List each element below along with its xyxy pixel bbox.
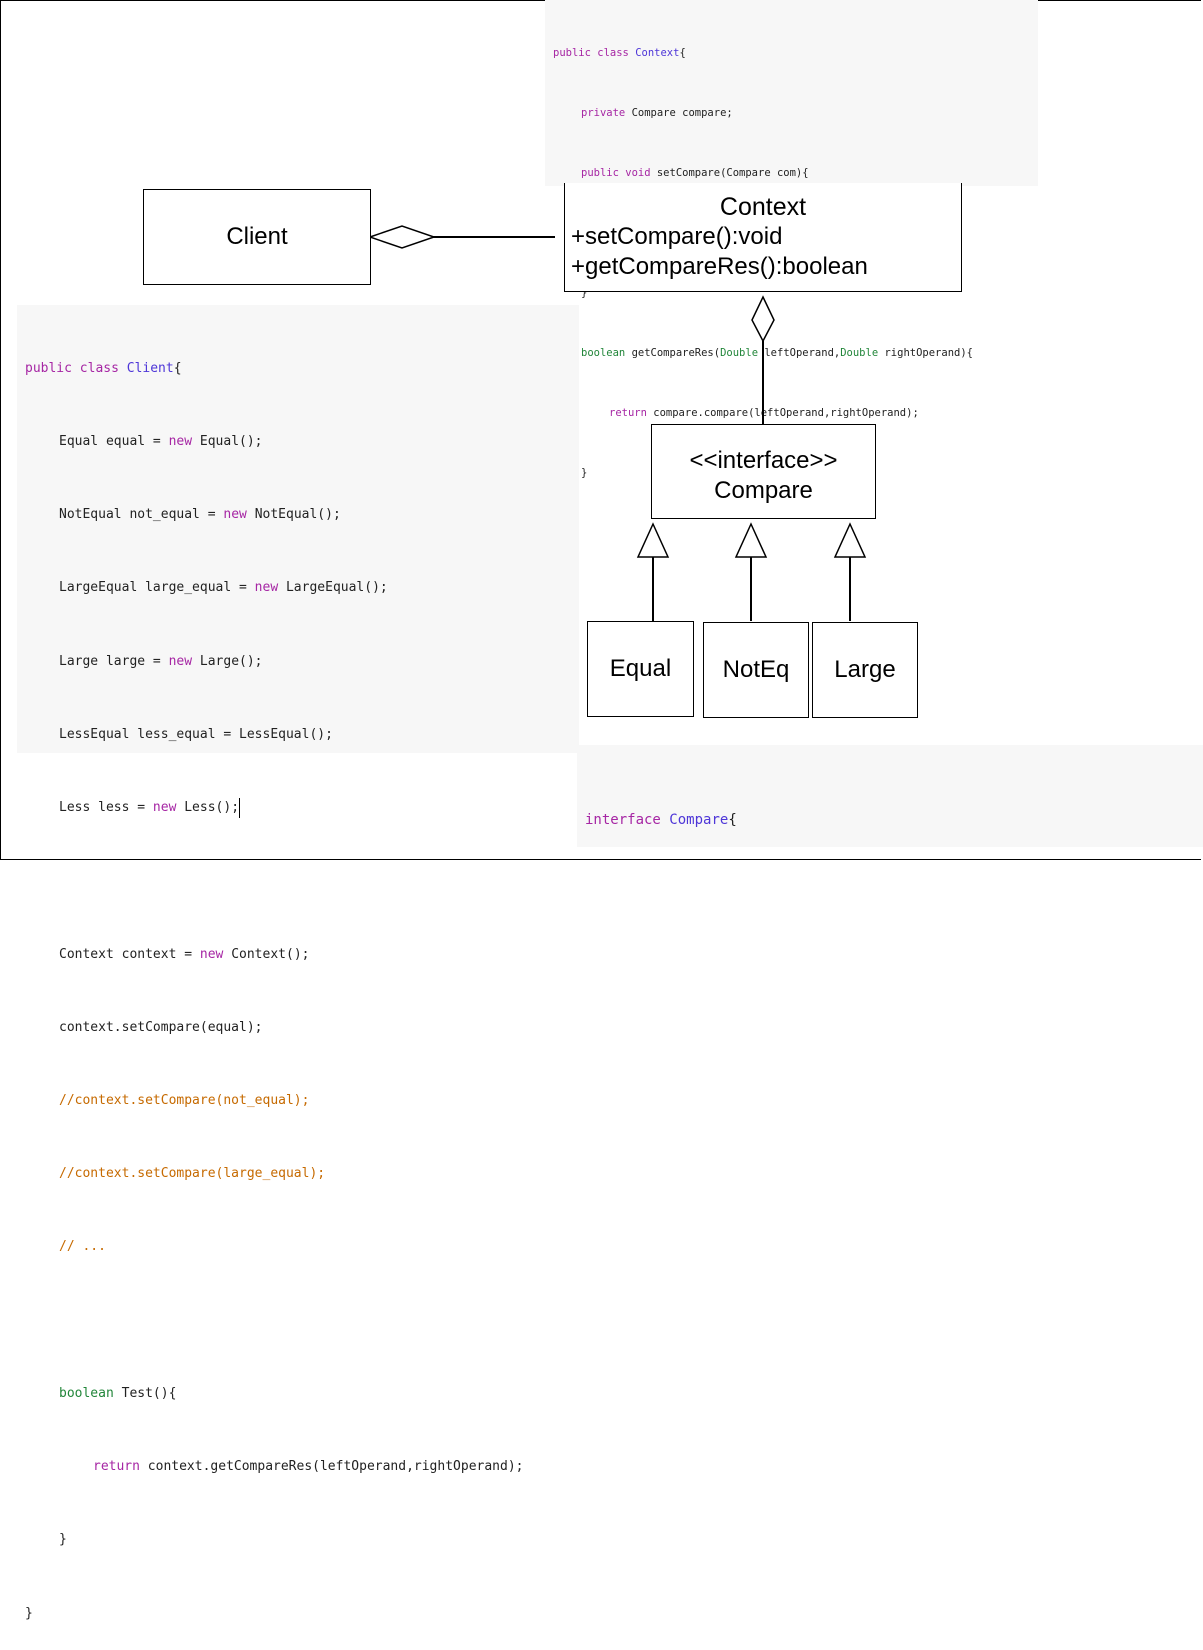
code-line: public class Client{ <box>25 360 182 376</box>
code-line: return compare.compare(leftOperand,right… <box>609 407 919 419</box>
code-line: LargeEqual large_equal = new LargeEqual(… <box>59 580 388 596</box>
code-line: } <box>581 287 588 299</box>
code-line: //context.setCompare(not_equal); <box>59 1093 310 1108</box>
noteq-class-box: NotEq <box>703 622 809 718</box>
aggregation-diamond-client <box>367 225 437 249</box>
compare-interface-box: <<interface>> Compare <box>651 424 876 519</box>
noteq-class-label: NotEq <box>722 656 790 683</box>
large-class-box: Large <box>812 622 918 718</box>
text-cursor <box>239 797 241 818</box>
code-line: } <box>25 1605 33 1621</box>
client-class-label: Client <box>226 223 288 250</box>
code-line: public void setCompare(Compare com){ <box>581 167 809 179</box>
code-line: Large large = new Large(); <box>59 653 263 669</box>
code-line: NotEqual not_equal = new NotEqual(); <box>59 507 341 523</box>
context-method-get-compare-res: +getCompareRes():boolean <box>571 253 868 280</box>
code-line: //context.setCompare(large_equal); <box>59 1166 326 1182</box>
client-code-block: public class Client{ Equal equal = new E… <box>17 305 579 1621</box>
interface-code-block: interface Compare{ public boolean compar… <box>577 745 1203 847</box>
inheritance-arrow-large <box>833 522 867 558</box>
code-line: return context.getCompareRes(leftOperand… <box>93 1459 524 1475</box>
context-class-title: Context <box>719 193 807 221</box>
code-line: context.setCompare(equal); <box>59 1019 263 1035</box>
code-line: // ... <box>59 1239 106 1255</box>
context-class-box: Context +setCompare():void +getCompareRe… <box>564 183 962 292</box>
code-line: ​ <box>17 869 579 893</box>
code-line: private Compare compare; <box>581 107 733 119</box>
code-line: boolean getCompareRes(Double leftOperand… <box>581 347 973 359</box>
equal-class-label: Equal <box>609 655 672 682</box>
client-class-box: Client <box>143 189 371 285</box>
code-line: ​ <box>17 1309 579 1333</box>
equal-class-box: Equal <box>587 621 694 717</box>
context-method-set-compare: +setCompare():void <box>571 223 783 250</box>
code-line: LessEqual less_equal = LessEqual(); <box>59 726 333 742</box>
interface-name: Compare <box>714 477 813 504</box>
code-line: } <box>59 1532 67 1548</box>
code-line: Context context = new Context(); <box>59 946 310 962</box>
code-line: Equal equal = new Equal(); <box>59 434 263 450</box>
interface-stereotype: <<interface>> <box>689 447 838 474</box>
code-line: } <box>581 467 588 479</box>
code-line: interface Compare{ <box>585 812 737 828</box>
code-line: boolean Test(){ <box>59 1385 177 1401</box>
code-line: Less less = new Less(); <box>17 796 579 820</box>
inheritance-arrow-equal <box>636 522 670 558</box>
aggregation-diamond-context <box>751 295 775 343</box>
uml-connectors <box>367 225 867 621</box>
inheritance-arrow-noteq <box>734 522 768 558</box>
large-class-label: Large <box>834 656 896 683</box>
code-line: public class Context{ <box>553 47 686 59</box>
